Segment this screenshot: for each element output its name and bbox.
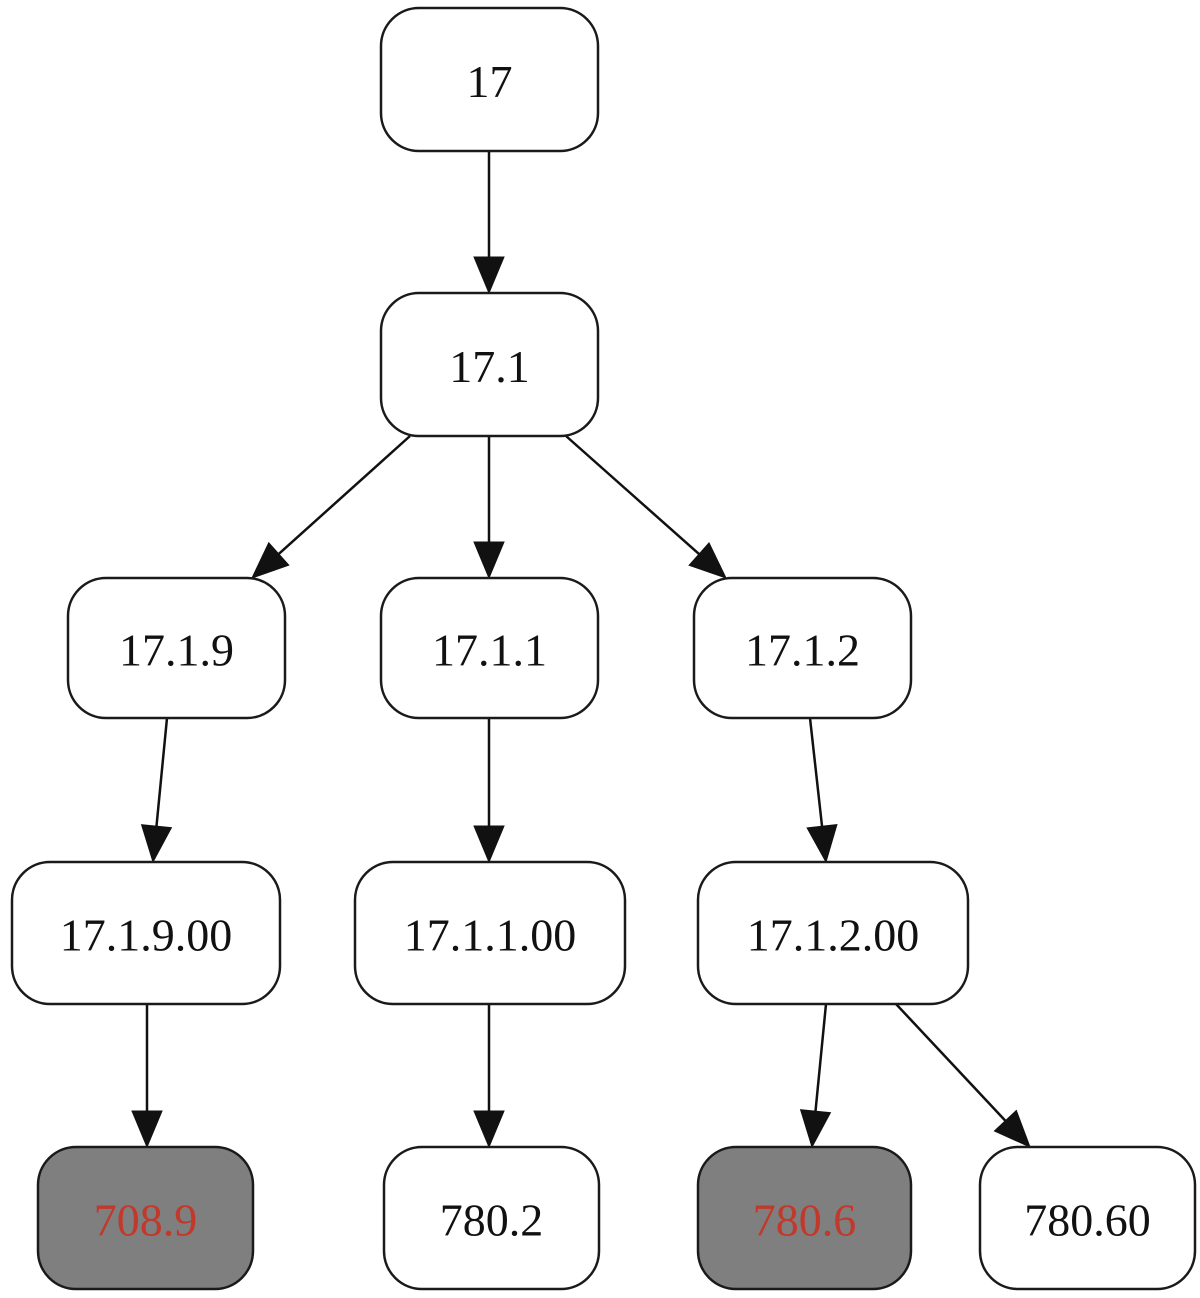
edge-n17_1_2_00-to-n780_60 xyxy=(895,1003,1031,1148)
node-n17_1_2: 17.1.2 xyxy=(692,576,913,720)
arrowhead-icon xyxy=(140,824,173,864)
arrowhead-icon xyxy=(799,1109,832,1149)
edge-n17_1-to-n17_1_2 xyxy=(565,435,727,579)
edge-n17_1_1-to-n17_1_1_00 xyxy=(473,718,505,864)
node-box xyxy=(10,860,282,1006)
arrowhead-icon xyxy=(473,541,505,580)
edge-n17_1_9-to-n17_1_9_00 xyxy=(140,717,173,864)
edge-n17_1-to-n17_1_9 xyxy=(251,435,411,579)
node-n780_6: 780.6 xyxy=(696,1145,913,1291)
node-box xyxy=(36,1145,255,1291)
node-label: 780.60 xyxy=(1024,1195,1151,1246)
node-n780_60: 780.60 xyxy=(978,1145,1197,1291)
node-box xyxy=(696,860,970,1006)
arrowhead-icon xyxy=(251,541,290,579)
node-n17_1_1: 17.1.1 xyxy=(379,576,600,720)
node-label: 17.1.1 xyxy=(432,625,547,676)
arrowhead-icon xyxy=(806,823,838,864)
node-box xyxy=(696,1145,913,1291)
node-n708_9: 708.9 xyxy=(36,1145,255,1291)
node-label: 17.1 xyxy=(449,341,530,392)
node-n17_1_2_00: 17.1.2.00 xyxy=(696,860,970,1006)
edges-layer xyxy=(131,151,1031,1149)
node-box xyxy=(379,576,600,720)
arrowhead-icon xyxy=(473,1110,505,1149)
edge-line xyxy=(565,435,700,556)
edge-line xyxy=(277,435,411,555)
node-box xyxy=(382,1145,601,1291)
edge-line xyxy=(814,1003,828,1112)
node-box xyxy=(978,1145,1197,1291)
edge-line xyxy=(808,717,824,827)
arrowhead-icon xyxy=(473,825,505,864)
node-box xyxy=(379,6,600,153)
arrowhead-icon xyxy=(993,1109,1031,1148)
edge-line xyxy=(155,717,169,827)
node-n17_1_9: 17.1.9 xyxy=(66,576,287,720)
node-n17: 17 xyxy=(379,6,600,153)
node-n17_1_1_00: 17.1.1.00 xyxy=(353,860,627,1006)
arrowhead-icon xyxy=(688,541,727,579)
node-label: 708.9 xyxy=(94,1195,198,1246)
arrowhead-icon xyxy=(473,256,505,295)
edge-n17_1_2_00-to-n780_6 xyxy=(799,1003,832,1149)
edge-n17_1-to-n17_1_1 xyxy=(473,436,505,580)
node-n17_1: 17.1 xyxy=(379,291,600,438)
node-label: 17.1.2.00 xyxy=(747,910,920,961)
node-box xyxy=(692,576,913,720)
node-label: 17.1.2 xyxy=(745,625,860,676)
node-box xyxy=(66,576,287,720)
edge-n17-to-n17_1 xyxy=(473,151,505,295)
edge-line xyxy=(895,1003,1007,1122)
node-n17_1_9_00: 17.1.9.00 xyxy=(10,860,282,1006)
node-label: 780.2 xyxy=(440,1195,544,1246)
node-label: 17 xyxy=(467,56,513,107)
node-label: 17.1.9.00 xyxy=(60,910,233,961)
arrowhead-icon xyxy=(131,1110,163,1149)
node-label: 780.6 xyxy=(753,1195,857,1246)
nodes-layer: 17 17.1 17.1.9 17.1.1 17.1.2 17.1.9.00 17.1.1.… xyxy=(10,6,1197,1291)
node-label: 17.1.1.00 xyxy=(404,910,577,961)
node-box xyxy=(379,291,600,438)
edge-n17_1_1_00-to-n780_2 xyxy=(473,1004,505,1149)
edge-n17_1_2-to-n17_1_2_00 xyxy=(806,717,838,864)
node-box xyxy=(353,860,627,1006)
node-n780_2: 780.2 xyxy=(382,1145,601,1291)
edge-n17_1_9_00-to-n708_9 xyxy=(131,1004,163,1149)
node-label: 17.1.9 xyxy=(119,625,234,676)
